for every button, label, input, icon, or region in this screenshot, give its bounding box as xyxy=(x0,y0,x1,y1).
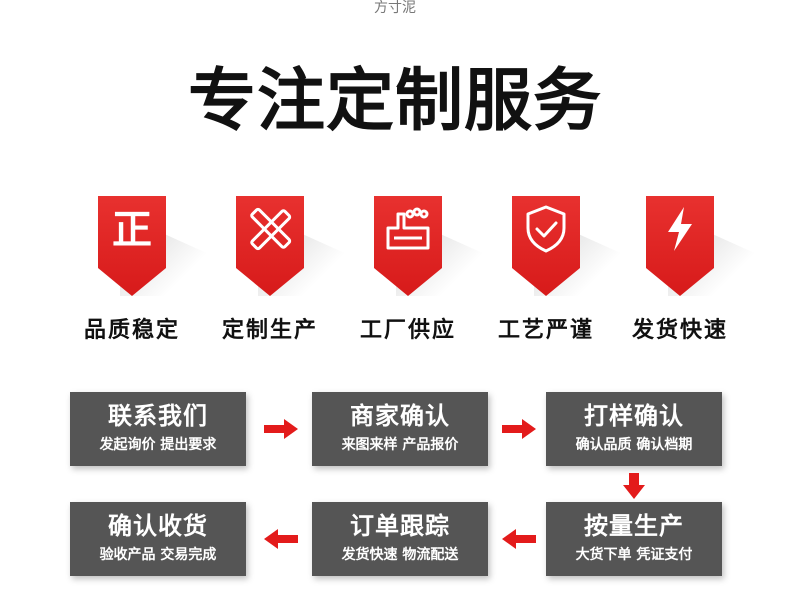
step-subtitle: 发货快速 物流配送 xyxy=(341,547,459,563)
step-title: 打样确认 xyxy=(584,402,684,430)
feature-badge xyxy=(494,196,634,296)
feature-label: 定制生产 xyxy=(221,318,318,343)
step-order-tracking: 订单跟踪 发货快速 物流配送 xyxy=(312,502,488,576)
step-merchant-confirm: 商家确认 来图来样 产品报价 xyxy=(312,392,488,466)
arrow-down-icon xyxy=(623,473,645,499)
step-title: 联系我们 xyxy=(108,402,208,430)
feature-label: 工艺严谨 xyxy=(497,318,594,343)
step-confirm-receipt: 确认收货 验收产品 交易完成 xyxy=(70,502,246,576)
arrow-left-icon xyxy=(502,529,536,549)
page-title: 专注定制服务 xyxy=(187,62,602,141)
watermark-text: 方寸泥 xyxy=(374,0,416,16)
step-title: 确认收货 xyxy=(108,512,208,540)
step-subtitle: 验收产品 交易完成 xyxy=(99,547,217,563)
step-subtitle: 发起询价 提出要求 xyxy=(99,437,217,453)
zheng-glyph-icon: 正 xyxy=(112,207,152,253)
pencil-ruler-icon xyxy=(250,207,292,251)
shield-check-icon xyxy=(526,205,566,253)
step-subtitle: 来图来样 产品报价 xyxy=(341,437,459,453)
feature-badge: 正 xyxy=(80,196,220,296)
arrow-right-icon xyxy=(502,419,536,439)
step-contact-us: 联系我们 发起询价 提出要求 xyxy=(70,392,246,466)
step-sample-confirm: 打样确认 确认品质 确认档期 xyxy=(546,392,722,466)
step-subtitle: 确认品质 确认档期 xyxy=(575,437,693,453)
step-title: 按量生产 xyxy=(584,512,684,540)
arrow-right-icon xyxy=(264,419,298,439)
feature-badge xyxy=(218,196,358,296)
step-title: 商家确认 xyxy=(350,402,450,430)
feature-label: 品质稳定 xyxy=(83,318,180,343)
step-subtitle: 大货下单 凭证支付 xyxy=(575,547,693,563)
feature-label: 工厂供应 xyxy=(359,318,456,343)
feature-badge xyxy=(628,196,768,296)
arrow-left-icon xyxy=(264,529,298,549)
factory-icon xyxy=(386,207,430,250)
feature-label: 发货快速 xyxy=(631,318,728,343)
lightning-icon xyxy=(668,207,692,251)
feature-badge xyxy=(356,196,496,296)
step-mass-production: 按量生产 大货下单 凭证支付 xyxy=(546,502,722,576)
step-title: 订单跟踪 xyxy=(350,512,450,540)
